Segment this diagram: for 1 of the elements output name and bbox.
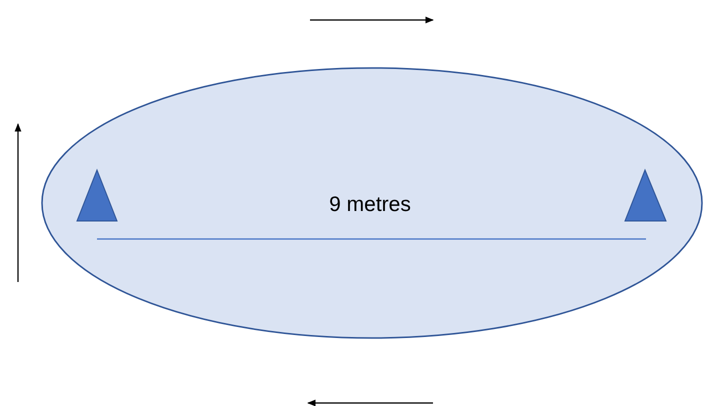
dimension-label: 9 metres	[329, 193, 411, 217]
